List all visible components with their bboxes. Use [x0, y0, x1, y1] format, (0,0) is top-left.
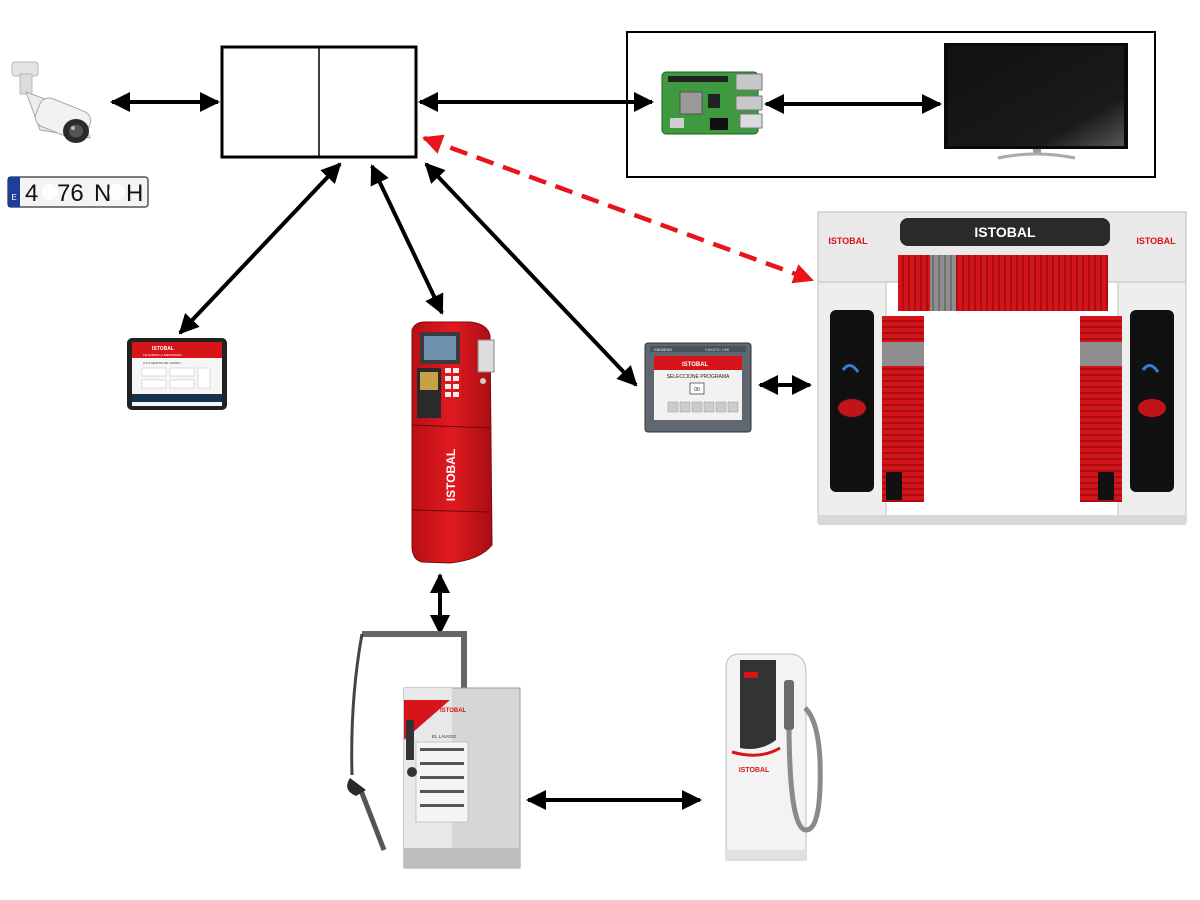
self-service-wash-station-icon: ISTOBAL EL LAVADO [347, 631, 521, 869]
ip-camera-icon [11, 61, 92, 143]
tablet-title: TE DAMOS LA BIENVENIDA [143, 353, 182, 357]
carwash-brand-left: ISTOBAL [828, 236, 868, 246]
rollover-car-wash-icon: ISTOBAL ISTOBAL ISTOBAL [817, 211, 1187, 525]
plate-char-1: 4 [25, 180, 38, 207]
plate-char-4: H [126, 180, 143, 207]
hmi-maker: SIEMENS [654, 347, 672, 352]
plate-country: E [11, 193, 16, 202]
payment-terminal-icon: ISTOBAL [411, 321, 495, 564]
tablet-subtitle: A TU CENTRO DE LAVADO [143, 361, 181, 365]
arrow-controller-tablet [178, 162, 342, 335]
hmi-prompt: SELECCIONE PROGRAMA [667, 374, 730, 380]
raspberry-pi-board-icon [661, 71, 763, 135]
central-controller [220, 45, 418, 159]
tablet-brand: ISTOBAL [152, 346, 174, 352]
plate-char-2: 76 [57, 180, 84, 207]
wireless-link-controller-carwash [422, 134, 814, 284]
hmi-value: 00 [694, 387, 700, 393]
terminal-brand: ISTOBAL [444, 449, 458, 501]
carwash-brand: ISTOBAL [974, 224, 1036, 240]
license-plate-icon: E 4 76 N H [7, 176, 149, 208]
washstation-brand: ISTOBAL [440, 708, 467, 714]
connection-arrows [110, 92, 942, 810]
washstation-panel-title: EL LAVADO [432, 734, 457, 739]
vacuum-cleaner-icon: ISTOBAL [725, 653, 823, 861]
plate-char-3: N [94, 180, 111, 207]
tablet-icon: ISTOBAL TE DAMOS LA BIENVENIDA A TU CENT… [127, 338, 227, 410]
vacuum-brand: ISTOBAL [739, 767, 770, 774]
hmi-touch-panel-icon: SIEMENS SIMATIC HMI ISTOBAL SELECCIONE P… [644, 342, 752, 433]
tv-monitor-icon [944, 43, 1128, 160]
carwash-brand-right: ISTOBAL [1136, 236, 1176, 246]
arrow-controller-terminal [370, 164, 444, 315]
hmi-model: SIMATIC HMI [705, 347, 729, 352]
hmi-brand: ISTOBAL [682, 362, 709, 368]
